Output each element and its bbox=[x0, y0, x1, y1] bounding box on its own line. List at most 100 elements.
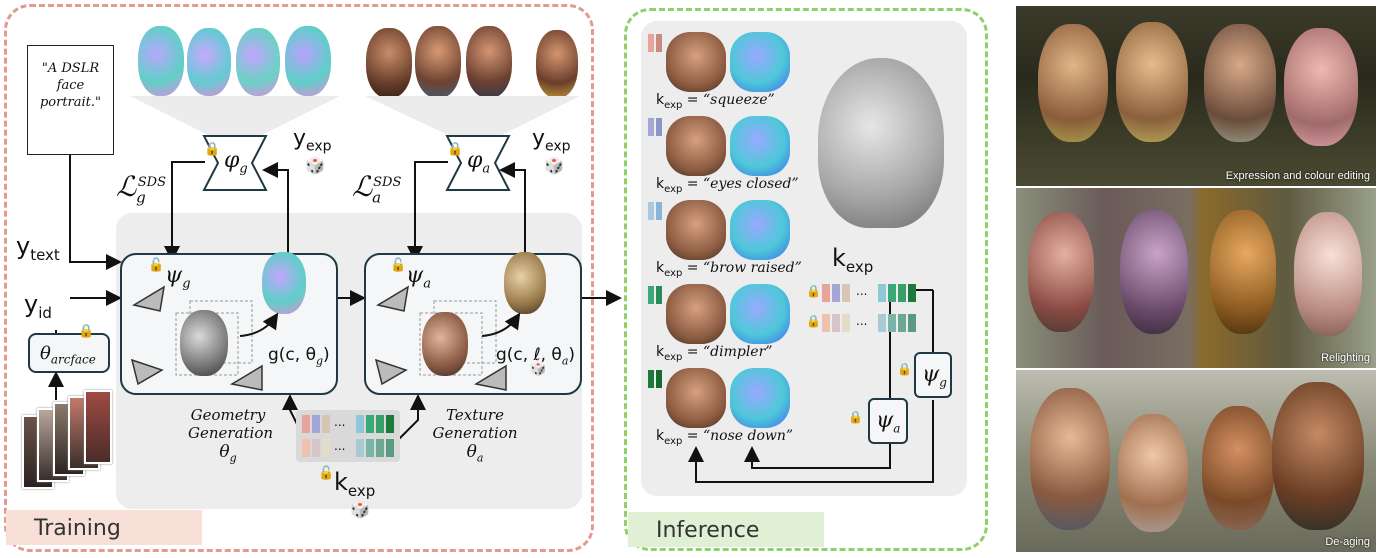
code-cell bbox=[312, 439, 320, 457]
normal-render bbox=[262, 252, 306, 314]
ellipsis: ... bbox=[334, 415, 346, 429]
inference-label: Inference bbox=[628, 512, 824, 547]
phi-a-decoder bbox=[445, 135, 511, 191]
caption-de-aging: De-aging bbox=[1325, 536, 1370, 548]
k-exp-training-label: kexp bbox=[334, 468, 376, 500]
dice-icon: 🎲 bbox=[530, 362, 547, 377]
lock-icon: 🔒 bbox=[897, 362, 912, 376]
phi-a-label: φa bbox=[467, 148, 491, 177]
arcface-box: θarcface bbox=[28, 333, 110, 373]
code-cell bbox=[312, 415, 320, 433]
expression-row: kexp = “eyes closed” bbox=[644, 114, 824, 198]
rgb-face-3 bbox=[466, 26, 512, 98]
training-label: Training bbox=[6, 510, 202, 545]
code-cell bbox=[648, 370, 654, 388]
k-exp-inference-label: kexp bbox=[832, 244, 874, 276]
expression-list: kexp = “squeeze” kexp = “eyes closed” kexp… bbox=[644, 30, 824, 450]
render-arrow bbox=[239, 312, 279, 337]
phi-g-label: φg bbox=[224, 148, 248, 177]
expression-label: kexp = “eyes closed” bbox=[656, 176, 799, 195]
code-cell bbox=[386, 439, 394, 457]
lock-icon: 🔒 bbox=[848, 410, 863, 424]
lock-icon: 🔒 bbox=[78, 324, 95, 339]
code-cell bbox=[648, 286, 654, 304]
expression-row: kexp = “nose down” bbox=[644, 366, 824, 450]
rgb-face-4 bbox=[536, 30, 578, 98]
geometry-generation-title: Geometry Generation θg bbox=[188, 406, 274, 465]
normal-face-2 bbox=[187, 28, 231, 96]
loss-g-label: ℒgSDS bbox=[116, 170, 167, 207]
code-cell bbox=[302, 439, 310, 457]
normal-expression-face bbox=[730, 200, 790, 260]
normal-face-4 bbox=[285, 26, 331, 96]
psi-a-inference-box: ψa bbox=[868, 398, 908, 444]
code-cell bbox=[386, 415, 394, 433]
code-cell bbox=[356, 439, 364, 457]
lock-icon: 🔒 bbox=[806, 284, 821, 298]
training-panel bbox=[4, 4, 594, 552]
lock-icon: 🔒 bbox=[204, 142, 221, 157]
expression-row: kexp = “dimpler” bbox=[644, 282, 824, 366]
g-function-geometry: g(c, θg) bbox=[268, 345, 330, 368]
dice-icon: 🎲 bbox=[350, 500, 370, 519]
code-cell bbox=[656, 370, 662, 388]
camera-icon bbox=[473, 364, 507, 391]
loss-a-label: ℒaSDS bbox=[352, 170, 402, 207]
texture-funnel bbox=[365, 96, 580, 136]
text-prompt: "A DSLR face portrait." bbox=[39, 61, 102, 110]
code-cell bbox=[656, 34, 662, 52]
unlock-icon: 🔓 bbox=[318, 466, 335, 481]
rgb-expression-face bbox=[666, 284, 726, 344]
caption-relighting: Relighting bbox=[1321, 352, 1370, 364]
mesh-head-3d bbox=[818, 58, 944, 228]
theta-arcface-label: θarcface bbox=[40, 343, 96, 367]
normal-face-1 bbox=[138, 26, 184, 96]
y-text-label: ytext bbox=[16, 232, 60, 264]
psi-g-inference-label: ψg bbox=[922, 362, 947, 390]
unlock-icon: 🔓 bbox=[148, 258, 165, 273]
y-exp-label-texture: yexp bbox=[532, 126, 571, 155]
geometry-mesh-head bbox=[180, 310, 228, 376]
code-cell bbox=[356, 415, 364, 433]
dice-icon: 🎲 bbox=[544, 156, 564, 175]
textured-mesh-head bbox=[422, 312, 468, 376]
phi-g-decoder bbox=[202, 135, 268, 191]
psi-g-label: ψg bbox=[165, 263, 191, 292]
rgb-face-1 bbox=[366, 28, 412, 98]
rgb-render bbox=[504, 252, 546, 314]
result-relighting: Relighting bbox=[1016, 188, 1376, 368]
code-cell bbox=[648, 202, 654, 220]
normal-expression-face bbox=[730, 116, 790, 176]
id-photo-5 bbox=[84, 390, 112, 464]
texture-generation-title: Texture Generation θa bbox=[432, 406, 518, 465]
y-exp-label-geometry: yexp bbox=[293, 126, 332, 155]
code-cell bbox=[376, 415, 384, 433]
lock-icon: 🔒 bbox=[806, 314, 821, 328]
camera-icon bbox=[229, 364, 263, 391]
psi-a-label: ψa bbox=[406, 263, 432, 292]
code-cell bbox=[376, 439, 384, 457]
expression-label: kexp = “nose down” bbox=[656, 428, 794, 447]
psi-g-inference-box: ψg bbox=[914, 352, 952, 398]
expression-label: kexp = “brow raised” bbox=[656, 260, 802, 279]
dice-icon: 🎲 bbox=[305, 156, 325, 175]
code-cell bbox=[648, 34, 654, 52]
normal-expression-face bbox=[730, 368, 790, 428]
camera-icon bbox=[374, 358, 408, 386]
rgb-expression-face bbox=[666, 368, 726, 428]
code-cell bbox=[656, 286, 662, 304]
geometry-funnel bbox=[130, 96, 340, 136]
code-cell bbox=[648, 118, 654, 136]
code-cell bbox=[302, 415, 310, 433]
expression-label: kexp = “squeeze” bbox=[656, 92, 775, 111]
code-cell bbox=[656, 118, 662, 136]
expression-codes-inference: 🔒 ... 🔒 ... bbox=[806, 282, 922, 342]
unlock-icon: 🔓 bbox=[390, 258, 407, 273]
y-id-label: yid bbox=[24, 290, 52, 322]
rgb-face-2 bbox=[415, 26, 461, 98]
ellipsis: ... bbox=[334, 439, 346, 453]
rgb-expression-face bbox=[666, 32, 726, 92]
code-cell bbox=[656, 202, 662, 220]
caption-expression-editing: Expression and colour editing bbox=[1225, 170, 1370, 182]
camera-icon bbox=[376, 285, 410, 312]
